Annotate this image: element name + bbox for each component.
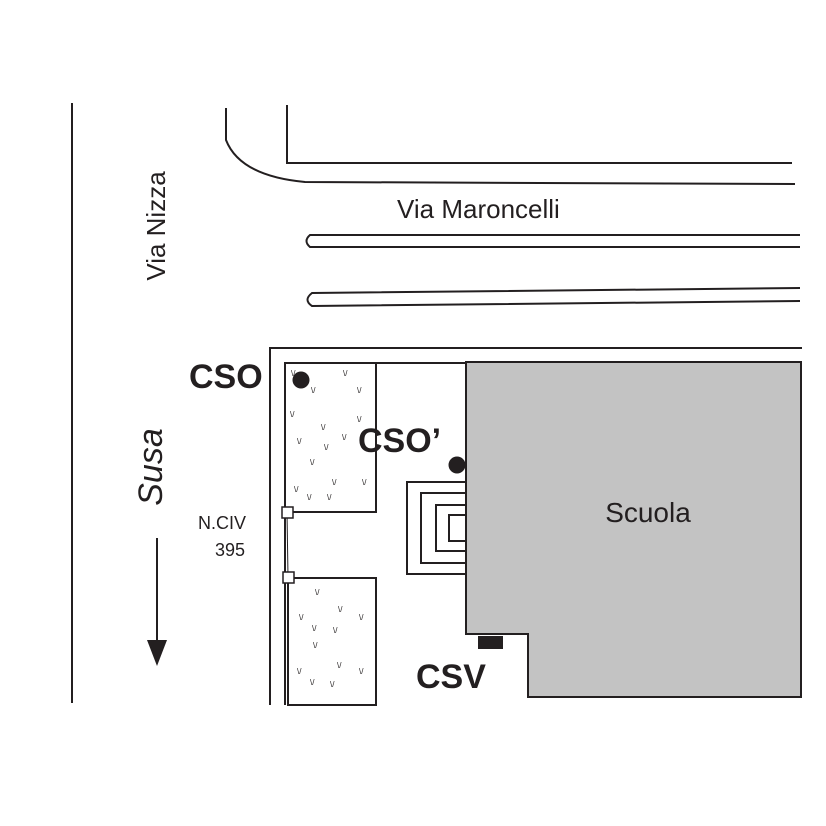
svg-text:\/: \/ [337, 661, 342, 670]
svg-text:\/: \/ [359, 613, 364, 622]
svg-text:\/: \/ [357, 415, 362, 424]
cso-point-icon [292, 371, 310, 389]
svg-text:\/: \/ [297, 437, 302, 446]
svg-text:\/: \/ [330, 680, 335, 689]
address-line1: N.CIV [198, 513, 246, 533]
svg-text:\/: \/ [297, 667, 302, 676]
lot-boundary [269, 347, 802, 705]
via-maroncelli-label: Via Maroncelli [397, 194, 560, 224]
svg-text:\/: \/ [357, 386, 362, 395]
via-nizza-label: Via Nizza [141, 171, 171, 281]
gate-line [286, 511, 289, 578]
median-2 [306, 287, 801, 308]
svg-text:\/: \/ [307, 493, 312, 502]
grass-area-bottom [287, 577, 377, 706]
road-curve-inner [286, 105, 792, 164]
csv-point-icon [478, 636, 503, 649]
svg-text:\/: \/ [315, 588, 320, 597]
svg-text:\/: \/ [327, 493, 332, 502]
svg-text:\/: \/ [311, 386, 316, 395]
cso-prime-point-icon [448, 456, 466, 474]
cso-prime-label: CSO’ [358, 422, 441, 460]
svg-text:\/: \/ [324, 443, 329, 452]
svg-text:\/: \/ [362, 478, 367, 487]
svg-text:\/: \/ [290, 410, 295, 419]
svg-text:\/: \/ [312, 624, 317, 633]
direction-arrow-icon [147, 538, 167, 666]
svg-text:\/: \/ [332, 478, 337, 487]
svg-text:\/: \/ [333, 626, 338, 635]
address-line2: 395 [215, 540, 245, 560]
grass-area-top [284, 362, 377, 513]
svg-text:\/: \/ [342, 433, 347, 442]
svg-text:\/: \/ [359, 667, 364, 676]
grass-marks: \/\/\/\/ \/\/\/\/ \/\/\/\/ \/\/\/\/ \/\/… [290, 369, 367, 689]
gate-post-icon [282, 571, 295, 584]
svg-text:\/: \/ [313, 641, 318, 650]
svg-text:\/: \/ [321, 423, 326, 432]
school-label: Scuola [605, 497, 691, 528]
svg-text:\/: \/ [291, 369, 296, 378]
svg-text:\/: \/ [310, 678, 315, 687]
road-curve-outer [225, 108, 796, 185]
svg-text:\/: \/ [343, 369, 348, 378]
svg-text:\/: \/ [310, 458, 315, 467]
svg-text:\/: \/ [338, 605, 343, 614]
susa-label: Susa [132, 428, 170, 506]
csv-label: CSV [416, 658, 486, 696]
cso-label: CSO [189, 358, 263, 396]
median-1 [305, 234, 800, 248]
gate-post-icon [281, 506, 294, 519]
school-building [465, 361, 802, 698]
svg-text:\/: \/ [294, 485, 299, 494]
svg-text:\/: \/ [299, 613, 304, 622]
stairs [406, 481, 466, 575]
